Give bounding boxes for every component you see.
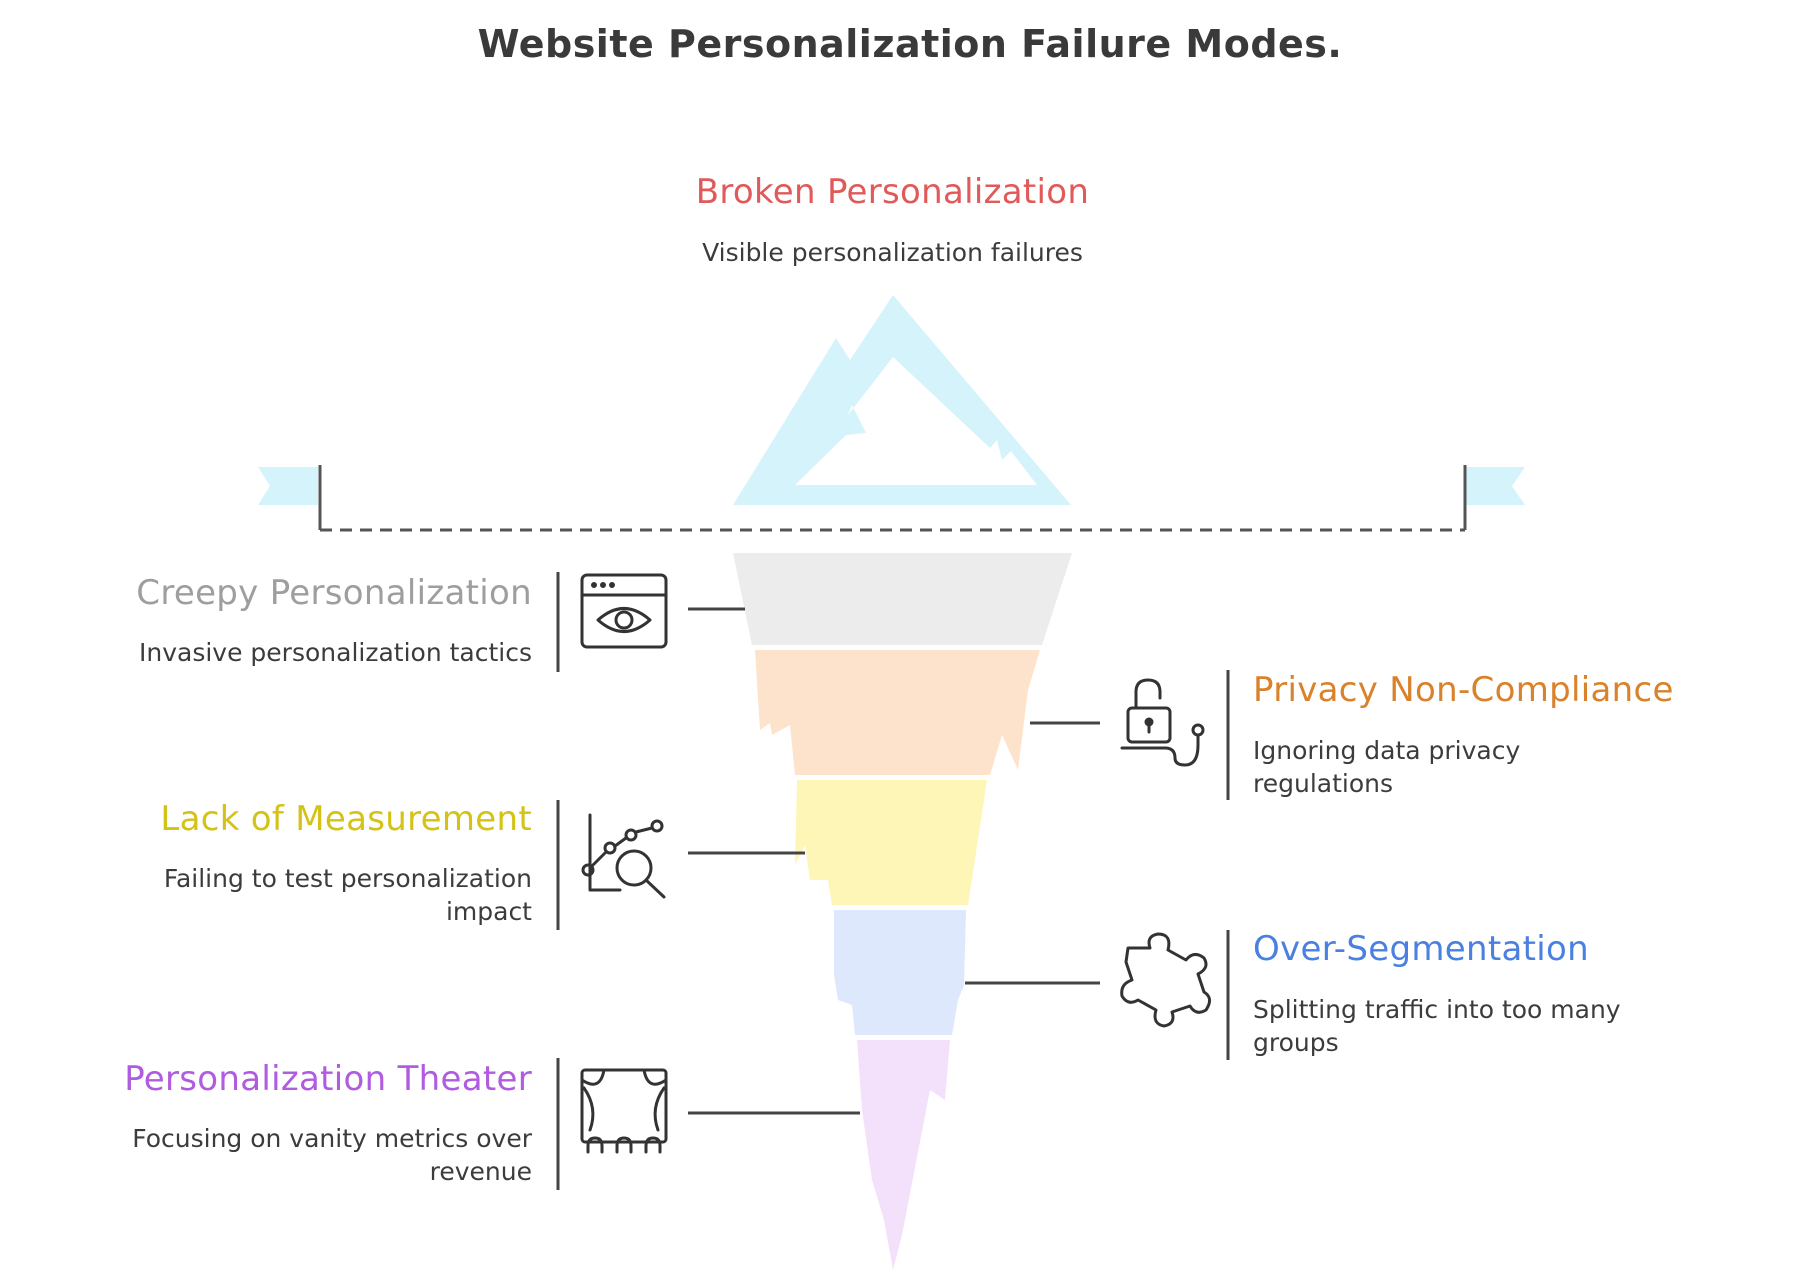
diagram-title: Website Personalization Failure Modes. — [477, 22, 1343, 66]
privacy-description: Ignoring data privacy regulations — [1253, 736, 1521, 798]
layer-theater — [857, 1040, 950, 1270]
measurement-heading: Lack of Measurement — [160, 799, 532, 839]
unlocked-padlock-icon — [1120, 678, 1205, 767]
segmentation-description: Splitting traffic into too many groups — [1253, 995, 1621, 1057]
left-flag — [258, 467, 318, 505]
segmentation-heading: Over-Segmentation — [1253, 929, 1589, 969]
top-description: Visible personalization failures — [702, 238, 1083, 267]
theater-stage-icon — [580, 1068, 668, 1154]
privacy-heading: Privacy Non-Compliance — [1253, 670, 1674, 710]
puzzle-piece-icon — [1120, 932, 1211, 1028]
iceberg-tip — [733, 295, 1071, 505]
layer-creepy — [733, 553, 1072, 645]
browser-eye-icon — [580, 573, 668, 649]
creepy-description: Invasive personalization tactics — [139, 638, 532, 667]
layer-segmentation — [834, 910, 966, 1035]
layer-privacy — [755, 650, 1040, 775]
theater-heading: Personalization Theater — [124, 1059, 532, 1099]
creepy-heading: Creepy Personalization — [136, 573, 532, 613]
theater-description: Focusing on vanity metrics over revenue — [132, 1124, 532, 1186]
right-flag — [1465, 467, 1525, 505]
chart-magnifier-icon — [581, 813, 666, 899]
measurement-description: Failing to test personalization impact — [163, 864, 532, 926]
top-heading: Broken Personalization — [695, 172, 1090, 212]
layer-measurement — [795, 780, 987, 905]
